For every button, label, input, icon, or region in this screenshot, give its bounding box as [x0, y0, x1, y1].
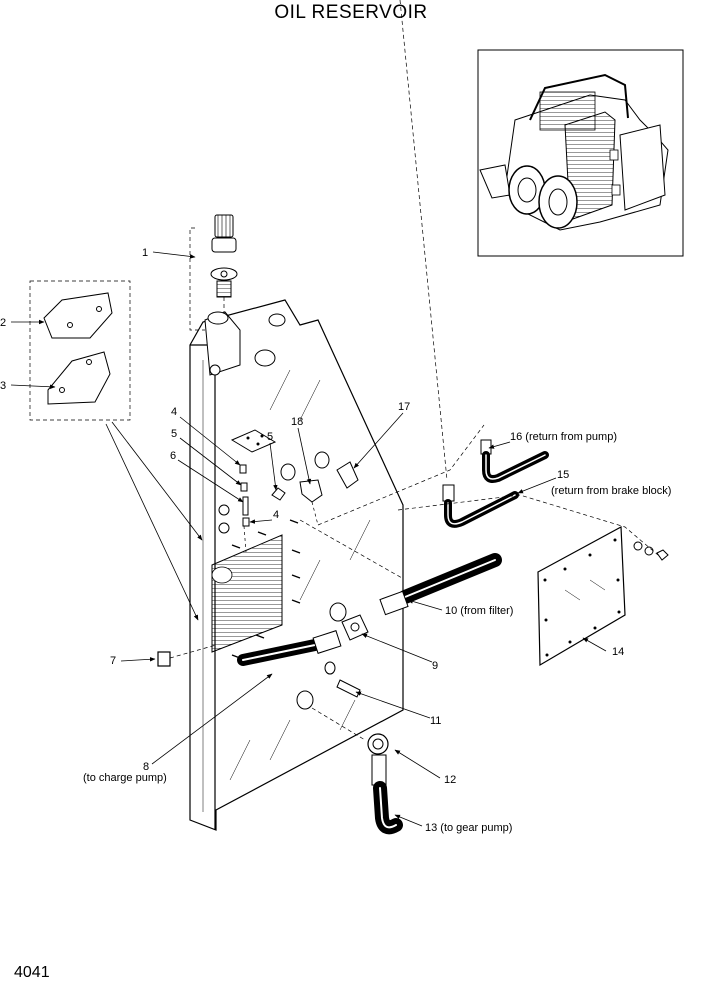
callout-12: 12	[444, 774, 456, 786]
callout-10: 10 (from filter)	[445, 605, 513, 617]
leader-lines	[10, 251, 607, 827]
filler-cap-assembly	[189, 214, 238, 331]
machine-inset-view	[477, 49, 684, 257]
callout-13: 13 (to gear pump)	[425, 822, 512, 834]
callout-9: 9	[432, 660, 438, 672]
oil-reservoir-tank	[189, 299, 404, 831]
small-fittings	[230, 429, 286, 553]
elbow-fittings-17-18	[280, 451, 359, 526]
page-title: OIL RESERVOIR	[274, 2, 428, 23]
callout-15-note: (return from brake block)	[551, 485, 671, 497]
callout-16: 16 (return from pump)	[510, 431, 617, 443]
callout-labels: 1 2 3 4 5 6 5 4 18 17 16 (return from pu…	[0, 247, 671, 834]
return-hoses	[317, 0, 549, 528]
callout-5-lower: 5	[267, 431, 273, 443]
callout-14: 14	[612, 646, 624, 658]
callout-3: 3	[0, 380, 6, 392]
access-plates-group	[29, 280, 203, 621]
decal-label	[157, 644, 217, 667]
callout-8: 8	[143, 761, 149, 773]
callout-4-upper: 4	[171, 406, 177, 418]
callout-2: 2	[0, 317, 6, 329]
callout-17: 17	[398, 401, 410, 413]
callout-5-upper: 5	[171, 428, 177, 440]
main-hoses	[237, 519, 502, 666]
callout-4-lower: 4	[273, 509, 279, 521]
callout-18: 18	[291, 416, 303, 428]
gear-pump-line	[311, 661, 403, 835]
page-number: 4041	[14, 964, 50, 981]
cover-plate	[397, 494, 669, 667]
callout-7: 7	[110, 655, 116, 667]
callout-1: 1	[142, 247, 148, 259]
callout-8-note: (to charge pump)	[83, 772, 167, 784]
callout-11: 11	[430, 715, 441, 727]
callout-15: 15	[557, 469, 569, 481]
callout-6: 6	[170, 450, 176, 462]
